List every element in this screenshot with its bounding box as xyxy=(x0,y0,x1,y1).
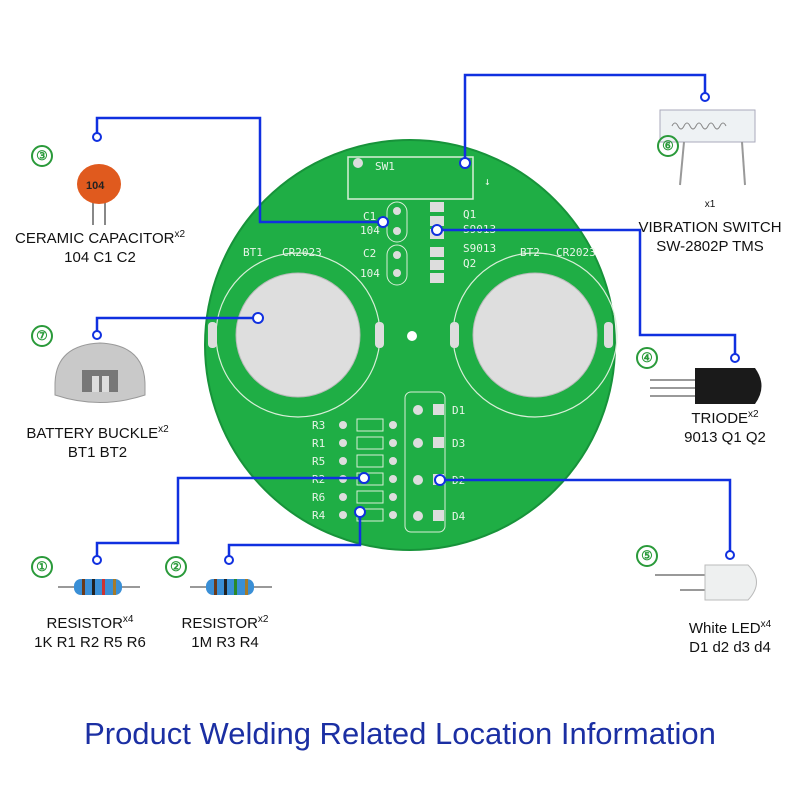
svg-text:BT1: BT1 xyxy=(243,246,263,259)
svg-text:D3: D3 xyxy=(452,437,465,450)
sw1-label: SW1 xyxy=(375,160,395,173)
svg-text:CR2023: CR2023 xyxy=(556,246,596,259)
svg-text:R2: R2 xyxy=(312,473,325,486)
svg-text:CR2023: CR2023 xyxy=(282,246,322,259)
leader-battery xyxy=(95,316,258,335)
leader-dots xyxy=(92,92,740,565)
svg-text:BT2: BT2 xyxy=(520,246,540,259)
vibration-switch-icon xyxy=(659,109,756,186)
svg-text:R3: R3 xyxy=(312,419,325,432)
svg-text:Q2: Q2 xyxy=(463,257,476,270)
number-badge-7: ⑦ xyxy=(31,325,53,347)
resistor-1k-icon xyxy=(58,579,140,595)
svg-text:R1: R1 xyxy=(312,437,325,450)
number-badge-3: ③ xyxy=(31,145,53,167)
leader-capacitor xyxy=(95,116,383,224)
leader-triode xyxy=(437,228,737,358)
svg-text:R5: R5 xyxy=(312,455,325,468)
svg-text:C1: C1 xyxy=(363,210,376,223)
svg-text:C2: C2 xyxy=(363,247,376,260)
svg-text:R4: R4 xyxy=(312,509,326,522)
number-badge-4: ④ xyxy=(636,347,658,369)
leader-resistor-1k xyxy=(95,476,364,560)
svg-text:104: 104 xyxy=(360,267,380,280)
pcb-board: SW1 ↓ BT1 CR2023 BT2 CR2023 C1 104 C2 10… xyxy=(204,139,618,551)
leader-resistor-1m xyxy=(227,512,362,560)
resistor-footprints xyxy=(339,418,397,522)
battery-buckle-icon xyxy=(54,342,146,403)
number-badge-2: ② xyxy=(165,556,187,578)
svg-text:104: 104 xyxy=(86,180,105,192)
number-badge-1: ① xyxy=(31,556,53,578)
svg-text:R6: R6 xyxy=(312,491,325,504)
leader-switch xyxy=(463,73,707,163)
number-badge-6: ⑥ xyxy=(657,135,679,157)
leader-lines xyxy=(95,73,737,560)
svg-text:104: 104 xyxy=(360,224,380,237)
ceramic-capacitor-icon: 104 xyxy=(77,164,121,225)
arrow-down-icon: ↓ xyxy=(484,175,491,188)
svg-text:S9013: S9013 xyxy=(463,242,496,255)
svg-text:D4: D4 xyxy=(452,510,466,523)
page-title: Product Welding Related Location Informa… xyxy=(84,716,716,751)
sw1-pad xyxy=(353,158,363,168)
bt1-pad xyxy=(235,272,361,398)
bt2-pad xyxy=(472,272,598,398)
transistor-icon xyxy=(650,368,762,404)
svg-text:Q1: Q1 xyxy=(463,208,476,221)
svg-text:D1: D1 xyxy=(452,404,465,417)
resistor-1m-icon xyxy=(190,579,272,595)
number-badge-5: ⑤ xyxy=(636,545,658,567)
leader-led xyxy=(440,478,732,555)
white-led-icon xyxy=(655,564,757,601)
